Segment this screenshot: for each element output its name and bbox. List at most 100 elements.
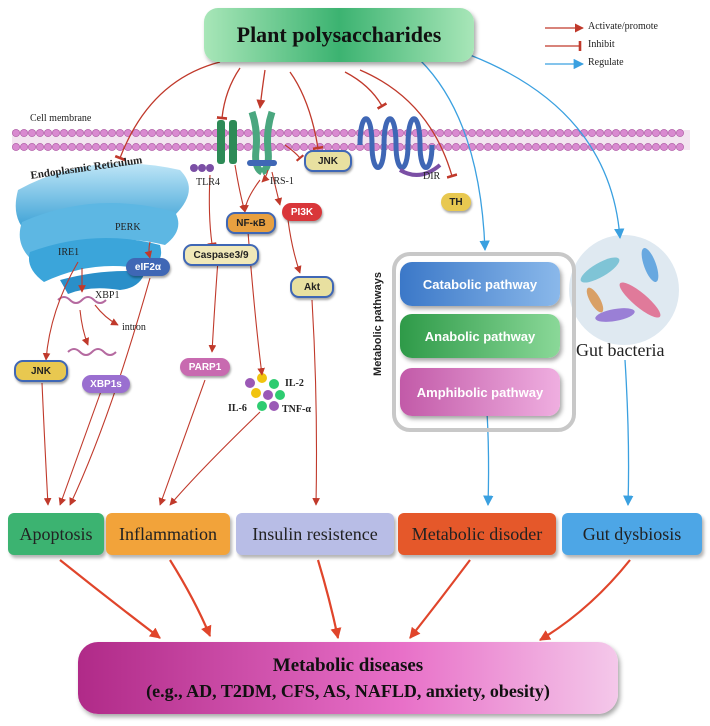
lipid-head: [84, 143, 92, 151]
lipid-head: [660, 143, 668, 151]
lipid-head: [300, 143, 308, 151]
metabolic-pathways-frame: [392, 252, 576, 432]
lipid-head: [132, 143, 140, 151]
lipid-head: [148, 129, 156, 137]
lipid-head: [524, 143, 532, 151]
lipid-head: [116, 143, 124, 151]
cell-membrane: [12, 129, 690, 151]
lipid-head: [100, 129, 108, 137]
lipid-head: [148, 143, 156, 151]
lipid-head: [468, 129, 476, 137]
lipid-head: [36, 129, 44, 137]
eif2a-pill: eIF2α: [126, 258, 170, 276]
lipid-head: [452, 143, 460, 151]
legend-activate-label: Activate/promote: [588, 21, 658, 32]
legend-regulate-label: Regulate: [588, 57, 624, 68]
lipid-head: [60, 143, 68, 151]
endoplasmic-reticulum: [15, 163, 189, 294]
cytokine-cluster: [245, 373, 285, 411]
il2-label: IL-2: [285, 378, 304, 389]
lipid-head: [140, 143, 148, 151]
irs1-label: IRS-1: [270, 176, 294, 187]
lipid-head: [52, 143, 60, 151]
gut-bacteria-image: [569, 235, 679, 345]
lipid-head: [500, 143, 508, 151]
lipid-head: [676, 129, 684, 137]
metabolic-diseases-title: Metabolic diseases: [272, 654, 424, 676]
lipid-head: [44, 129, 52, 137]
lipid-head: [36, 143, 44, 151]
lipid-head: [292, 129, 300, 137]
lipid-head: [44, 143, 52, 151]
lipid-head: [28, 143, 36, 151]
lipid-head: [444, 143, 452, 151]
lipid-head: [196, 129, 204, 137]
th-pill: TH: [441, 193, 471, 211]
lipid-head: [28, 129, 36, 137]
lipid-head: [476, 143, 484, 151]
lipid-head: [652, 129, 660, 137]
lipid-head: [20, 129, 28, 137]
ire1-label: IRE1: [58, 247, 80, 258]
anabolic-pathway: Anabolic pathway: [400, 314, 560, 358]
lipid-head: [156, 143, 164, 151]
lipid-head: [276, 129, 284, 137]
xbp1-label: XBP1: [95, 290, 120, 301]
lipid-head: [660, 129, 668, 137]
membrane-lipid-heads: [12, 129, 684, 151]
lipid-head: [316, 129, 324, 137]
lipid-head: [68, 143, 76, 151]
lipid-head: [644, 143, 652, 151]
metabolic-diseases-box: Metabolic diseases (e.g., AD, T2DM, CFS,…: [78, 642, 618, 714]
lipid-head: [76, 143, 84, 151]
irs1-receptor: [247, 110, 277, 176]
lipid-head: [108, 143, 116, 151]
lipid-head: [508, 129, 516, 137]
lipid-head: [644, 129, 652, 137]
lipid-head: [476, 129, 484, 137]
amphibolic-pathway: Amphibolic pathway: [400, 368, 560, 416]
intron-label: intron: [122, 322, 146, 333]
lipid-head: [492, 143, 500, 151]
caspase-pill: Caspase3/9: [183, 244, 259, 266]
lipid-head: [540, 143, 548, 151]
lipid-head: [108, 129, 116, 137]
lipid-head: [628, 143, 636, 151]
lipid-head: [596, 129, 604, 137]
lipid-head: [508, 143, 516, 151]
lipid-head: [284, 129, 292, 137]
lipid-head: [436, 129, 444, 137]
lipid-head: [540, 129, 548, 137]
lipid-head: [484, 143, 492, 151]
jnk-er-pill: JNK: [14, 360, 68, 382]
lipid-head: [12, 143, 20, 151]
lipid-head: [548, 143, 556, 151]
lipid-head: [60, 129, 68, 137]
lipid-head: [20, 143, 28, 151]
dir-label: DIR: [423, 171, 441, 182]
lipid-head: [300, 129, 308, 137]
lipid-head: [204, 129, 212, 137]
dir-transporter: [357, 116, 442, 177]
lipid-head: [348, 129, 356, 137]
lipid-head: [68, 129, 76, 137]
lipid-head: [556, 129, 564, 137]
polysaccharide-arrows: [114, 61, 458, 179]
lipid-head: [612, 143, 620, 151]
lipid-head: [564, 143, 572, 151]
lipid-head: [564, 129, 572, 137]
lipid-head: [492, 129, 500, 137]
lipid-head: [604, 129, 612, 137]
catabolic-pathway: Catabolic pathway: [400, 262, 560, 306]
tlr4-label: TLR4: [196, 177, 220, 188]
lipid-head: [636, 129, 644, 137]
lipid-head: [180, 129, 188, 137]
title-box: Plant polysaccharides: [204, 8, 474, 62]
lipid-head: [652, 143, 660, 151]
lipid-head: [548, 129, 556, 137]
cell-membrane-label: Cell membrane: [30, 113, 92, 124]
lipid-head: [484, 129, 492, 137]
lipid-head: [164, 143, 172, 151]
